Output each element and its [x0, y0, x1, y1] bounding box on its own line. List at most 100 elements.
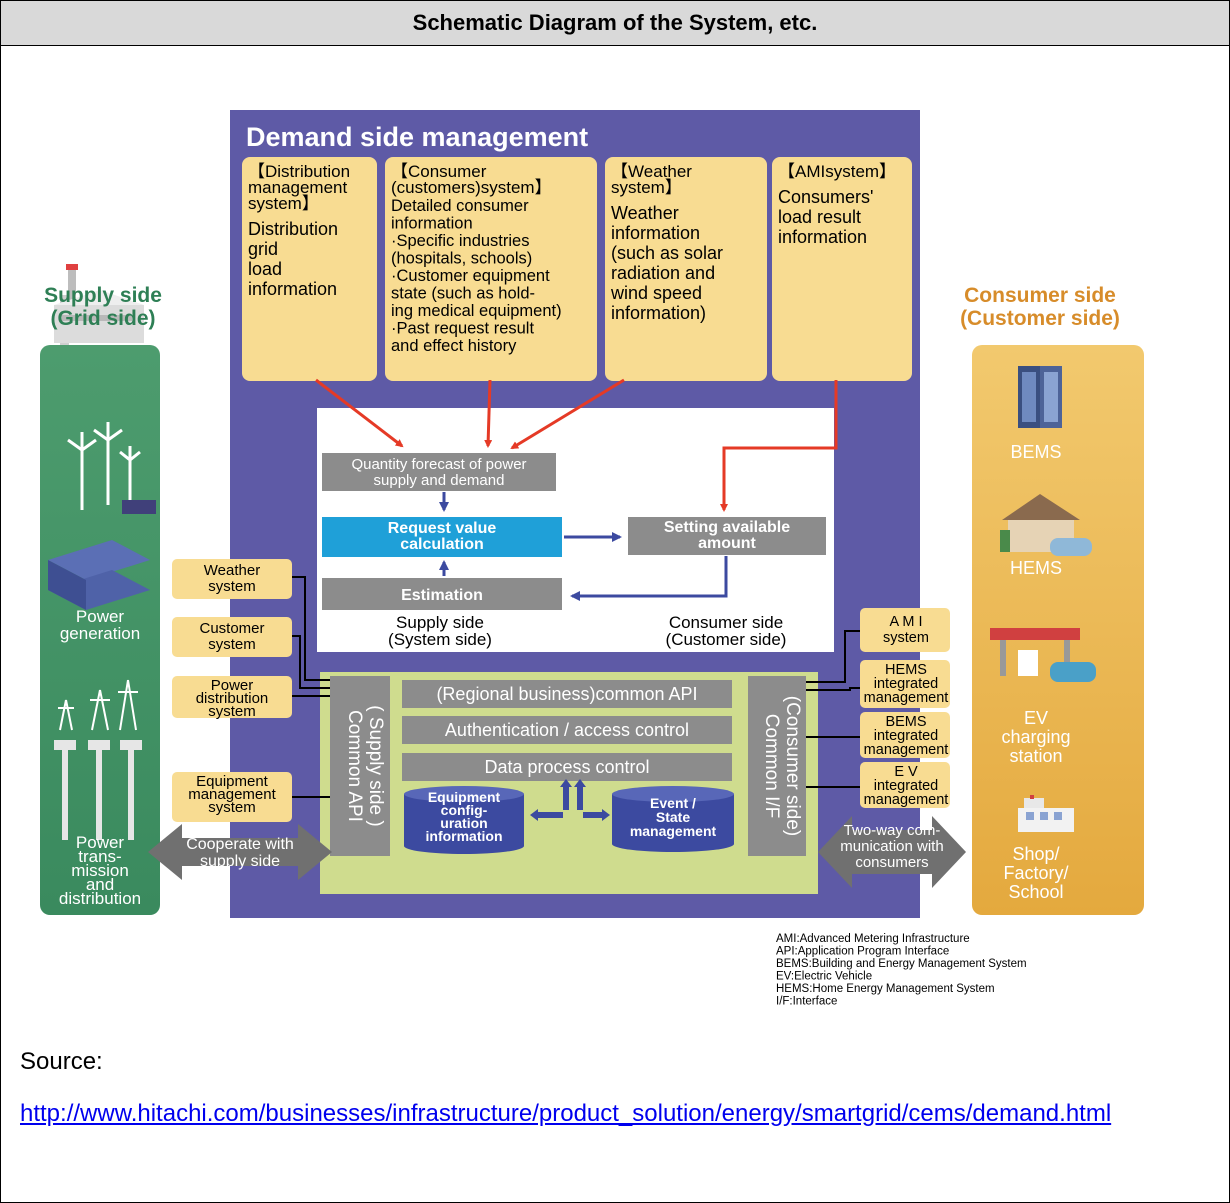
label-line: Supply side — [44, 284, 162, 307]
consumer-side-title: Consumer side(Customer side) — [960, 284, 1120, 330]
top-box-body-line: radiation and — [611, 263, 715, 283]
api-layer-box — [402, 680, 732, 708]
left-system-label-line: distribution — [196, 690, 269, 707]
api-layer-box — [402, 716, 732, 744]
supply-side-title: Supply side(Grid side) — [44, 284, 162, 330]
label-line: distribution — [59, 889, 141, 908]
estimation-label: Estimation — [401, 587, 483, 604]
label-line: trans- — [78, 847, 121, 866]
label-line: Power — [76, 607, 125, 626]
shop-factory-icon — [1018, 795, 1074, 832]
forecast-box — [322, 453, 556, 491]
right-system-box — [860, 660, 950, 708]
top-box-body-line: (such as solar — [611, 243, 723, 263]
label-line: (Grid side) — [50, 307, 155, 330]
right-system-label-line: integrated — [874, 676, 939, 692]
battery-icon — [122, 500, 156, 514]
ev-station-icon — [990, 628, 1096, 682]
setting-amount-label-line: Setting available — [664, 519, 790, 536]
label-line: Power — [76, 833, 125, 852]
top-box-body-line: Weather — [611, 203, 679, 223]
forecast-label-line: supply and demand — [374, 472, 505, 489]
consumer-item-label-line: HEMS — [1010, 558, 1062, 578]
event-state-label-line: State — [656, 809, 690, 825]
top-box-2 — [385, 157, 597, 381]
top-box-header-line: 【Weather — [611, 162, 692, 181]
request-value-label-line: Request value — [388, 520, 497, 537]
right-system-label-line: integrated — [874, 778, 939, 794]
building-icon — [1018, 366, 1062, 428]
left-system-label-line: Customer — [199, 620, 264, 637]
house-icon — [1000, 494, 1092, 556]
top-box-header-line: 【Consumer — [391, 162, 487, 181]
supply-common-api-bar — [330, 676, 390, 856]
top-box-body-line: information — [611, 223, 700, 243]
two-way-label-line: consumers — [855, 854, 928, 871]
left-system-label-line: system — [208, 636, 256, 653]
cooperate-label-line: Cooperate with — [186, 836, 294, 853]
top-box-header-line: (customers)system】 — [391, 178, 552, 197]
top-box-body-line: information) — [611, 303, 706, 323]
left-system-label-line: Equipment — [196, 773, 269, 790]
cooperate-arrow — [148, 824, 332, 880]
request-value-box — [322, 517, 562, 557]
left-system-box — [172, 676, 292, 718]
wind-turbine-icon — [67, 422, 141, 510]
right-connectors — [806, 630, 860, 788]
label-line: ( Supply side ) — [365, 705, 386, 826]
cooperate-label-line: supply side — [200, 853, 280, 870]
api-layer-label: (Regional business)common API — [436, 684, 697, 704]
supply-common-api-label: ( Supply side )Common API — [344, 705, 386, 826]
top-box-header-line: 【Distribution — [248, 162, 350, 181]
left-system-label-line: Weather — [204, 562, 260, 579]
api-layer-label: Authentication / access control — [445, 720, 689, 740]
event-state-label-line: Event / — [650, 795, 696, 811]
top-box-body-line: information — [248, 279, 337, 299]
source-link[interactable]: http://www.hitachi.com/businesses/infras… — [20, 1100, 1112, 1127]
left-system-box — [172, 617, 292, 657]
glossary-entry-line: BEMS:Building and Energy Management Syst… — [776, 958, 1027, 970]
two-way-label-line: munication with — [840, 838, 943, 855]
consumer-customer-label-line: Consumer side — [669, 613, 783, 632]
right-system-label-line: BEMS — [885, 714, 926, 730]
supply-system-label-line: Supply side — [396, 613, 484, 632]
label-line: Common I/F — [761, 714, 782, 819]
solar-panel-icon — [48, 540, 150, 610]
consumer-customer-label-line: (Customer side) — [666, 630, 787, 649]
label-line: (Customer side) — [960, 307, 1120, 330]
left-system-box — [172, 559, 292, 599]
consumer-item-label: Shop/Factory/School — [1003, 844, 1068, 902]
top-box-body-line: information — [778, 227, 867, 247]
page-title: Schematic Diagram of the System, etc. — [1, 1, 1229, 46]
supply-system-label: Supply side(System side) — [388, 613, 492, 649]
left-system-label-line: system — [208, 578, 256, 595]
glossary-entry-line: HEMS:Home Energy Management System — [776, 983, 995, 995]
top-box-4 — [772, 157, 912, 381]
top-box-body-line: ·Customer equipment — [391, 267, 550, 285]
left-system-label-line: system — [208, 799, 256, 816]
equipment-config-label-line: Equipment — [428, 789, 501, 805]
top-box-body-line: load result — [778, 207, 861, 227]
equipment-config-label-line: uration — [440, 815, 487, 831]
top-box-header-line: 【AMIsystem】 — [778, 162, 896, 181]
consumer-customer-label: Consumer side(Customer side) — [666, 613, 787, 649]
top-box-body-line: and effect history — [391, 337, 517, 355]
api-layer-box — [402, 753, 732, 781]
label-line: and — [86, 875, 114, 894]
equipment-config-db — [404, 786, 524, 854]
